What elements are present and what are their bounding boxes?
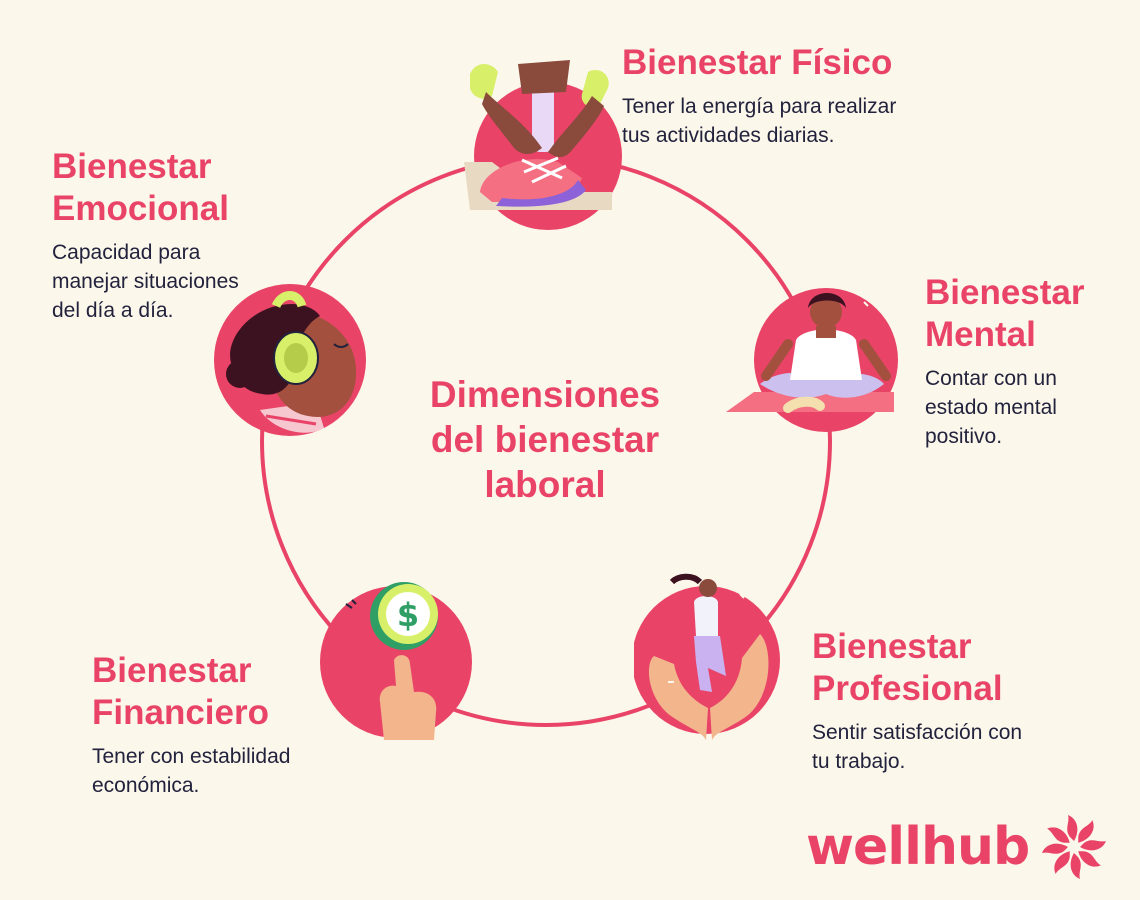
brand-logo: wellhub bbox=[806, 812, 1109, 882]
dimension-mental: Bienestar Mental Contar con un estado me… bbox=[925, 272, 1085, 451]
dimension-description-line: Contar con un bbox=[925, 367, 1057, 390]
dimension-description: Tener la energía para realizar tus activ… bbox=[622, 92, 896, 150]
brand-wordmark: wellhub bbox=[806, 817, 1030, 877]
dimension-title: Bienestar Mental bbox=[925, 272, 1085, 356]
dimension-title-line: Financiero bbox=[92, 693, 269, 732]
shoe-tying-icon bbox=[464, 60, 622, 230]
coin-on-finger-icon: $ bbox=[320, 582, 472, 740]
dimension-title-line: Emocional bbox=[52, 189, 229, 228]
dimension-description-line: Capacidad para bbox=[52, 241, 201, 264]
dimension-description: Capacidad para manejar situaciones del d… bbox=[52, 238, 239, 325]
center-title-line: laboral bbox=[484, 464, 606, 505]
dimension-description-line: Tener con estabilidad bbox=[92, 745, 291, 768]
dimension-title-line: Bienestar bbox=[812, 627, 972, 666]
dimension-financiero: Bienestar Financiero Tener con estabilid… bbox=[92, 650, 290, 800]
dimension-description-line: estado mental bbox=[925, 396, 1057, 419]
dimension-fisico: Bienestar Físico Tener la energía para r… bbox=[622, 42, 896, 150]
dimension-title: Bienestar Emocional bbox=[52, 146, 239, 230]
dimension-description-line: del día a día. bbox=[52, 299, 174, 322]
center-title-line: Dimensiones bbox=[429, 374, 661, 415]
dimension-title: Bienestar Financiero bbox=[92, 650, 290, 734]
dimension-title: Bienestar Profesional bbox=[812, 626, 1022, 710]
dimension-title-line: Bienestar bbox=[925, 273, 1085, 312]
dimension-description-line: manejar situaciones bbox=[52, 270, 239, 293]
dimension-description-line: tu trabajo. bbox=[812, 750, 906, 773]
dimension-description: Tener con estabilidad económica. bbox=[92, 742, 290, 800]
headphones-person-icon bbox=[214, 284, 366, 436]
dimension-description-line: económica. bbox=[92, 774, 200, 797]
dimension-description-line: Tener la energía para realizar bbox=[622, 95, 897, 118]
dimension-description-line: Sentir satisfacción con bbox=[812, 721, 1023, 744]
coin-symbol: $ bbox=[397, 596, 419, 634]
dimension-emocional: Bienestar Emocional Capacidad para manej… bbox=[52, 146, 239, 325]
dimension-profesional: Bienestar Profesional Sentir satisfacció… bbox=[812, 626, 1022, 776]
dimension-description-line: positivo. bbox=[925, 425, 1003, 448]
center-title: Dimensiones del bienestar laboral bbox=[390, 372, 700, 507]
dimension-title-line: Mental bbox=[925, 315, 1036, 354]
dimension-title-line: Bienestar Físico bbox=[622, 43, 893, 82]
dimension-title-line: Bienestar bbox=[52, 147, 212, 186]
center-title-line: del bienestar bbox=[430, 419, 660, 460]
meditation-icon bbox=[726, 288, 898, 432]
dimension-title: Bienestar Físico bbox=[622, 42, 896, 84]
dimension-description: Contar con un estado mental positivo. bbox=[925, 364, 1085, 451]
dimension-title-line: Profesional bbox=[812, 669, 1003, 708]
dimension-description-line: tus actividades diarias. bbox=[622, 124, 835, 147]
dimension-title-line: Bienestar bbox=[92, 651, 252, 690]
dimension-description: Sentir satisfacción con tu trabajo. bbox=[812, 718, 1022, 776]
flower-logo-icon bbox=[1042, 815, 1107, 879]
hands-holding-person-icon bbox=[634, 573, 780, 740]
